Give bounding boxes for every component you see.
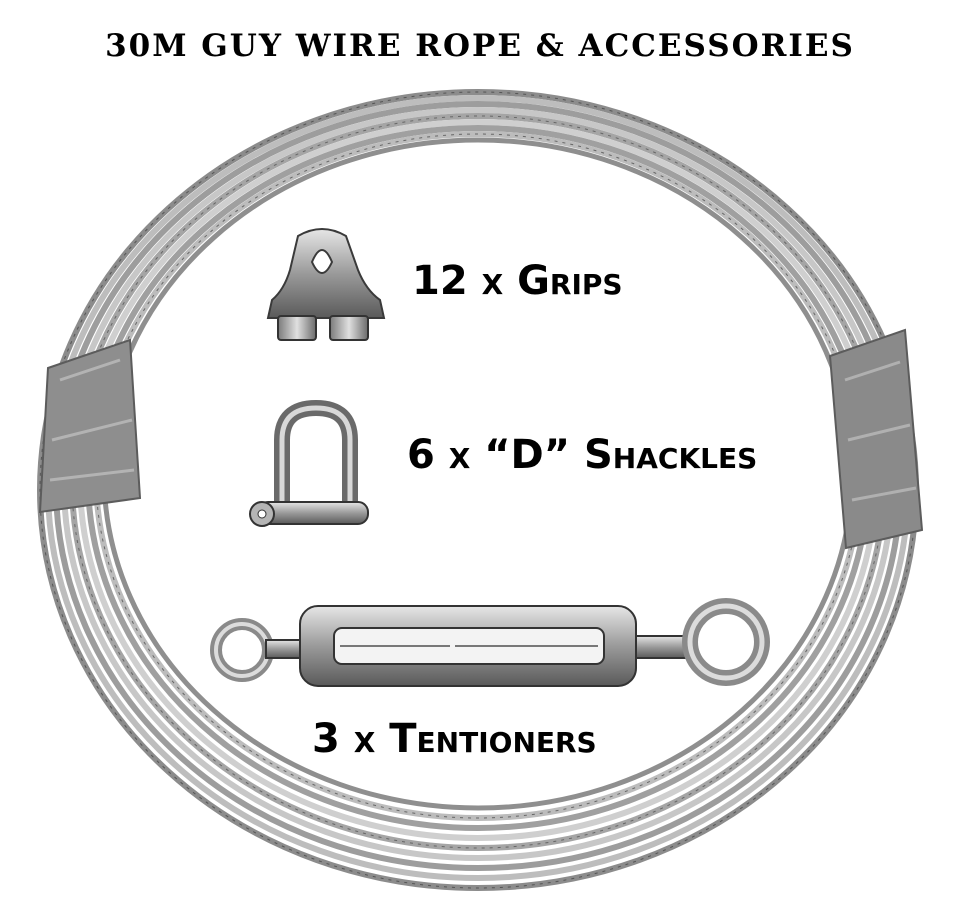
page-title: 30M GUY WIRE ROPE & ACCESSORIES	[105, 28, 855, 64]
d-shackle-icon	[249, 399, 369, 527]
grips-quantity-label: 12 x Grips	[412, 258, 623, 304]
wire-rope-coil	[37, 89, 919, 891]
tape-band-right	[828, 328, 924, 550]
turnbuckle-icon	[210, 598, 770, 687]
wire-rope-grip-icon	[266, 228, 386, 341]
tape-band-left	[38, 338, 142, 514]
shackles-quantity-label: 6 x “D” Shackles	[407, 432, 758, 478]
tentioners-quantity-label: 3 x Tentioners	[312, 716, 597, 762]
